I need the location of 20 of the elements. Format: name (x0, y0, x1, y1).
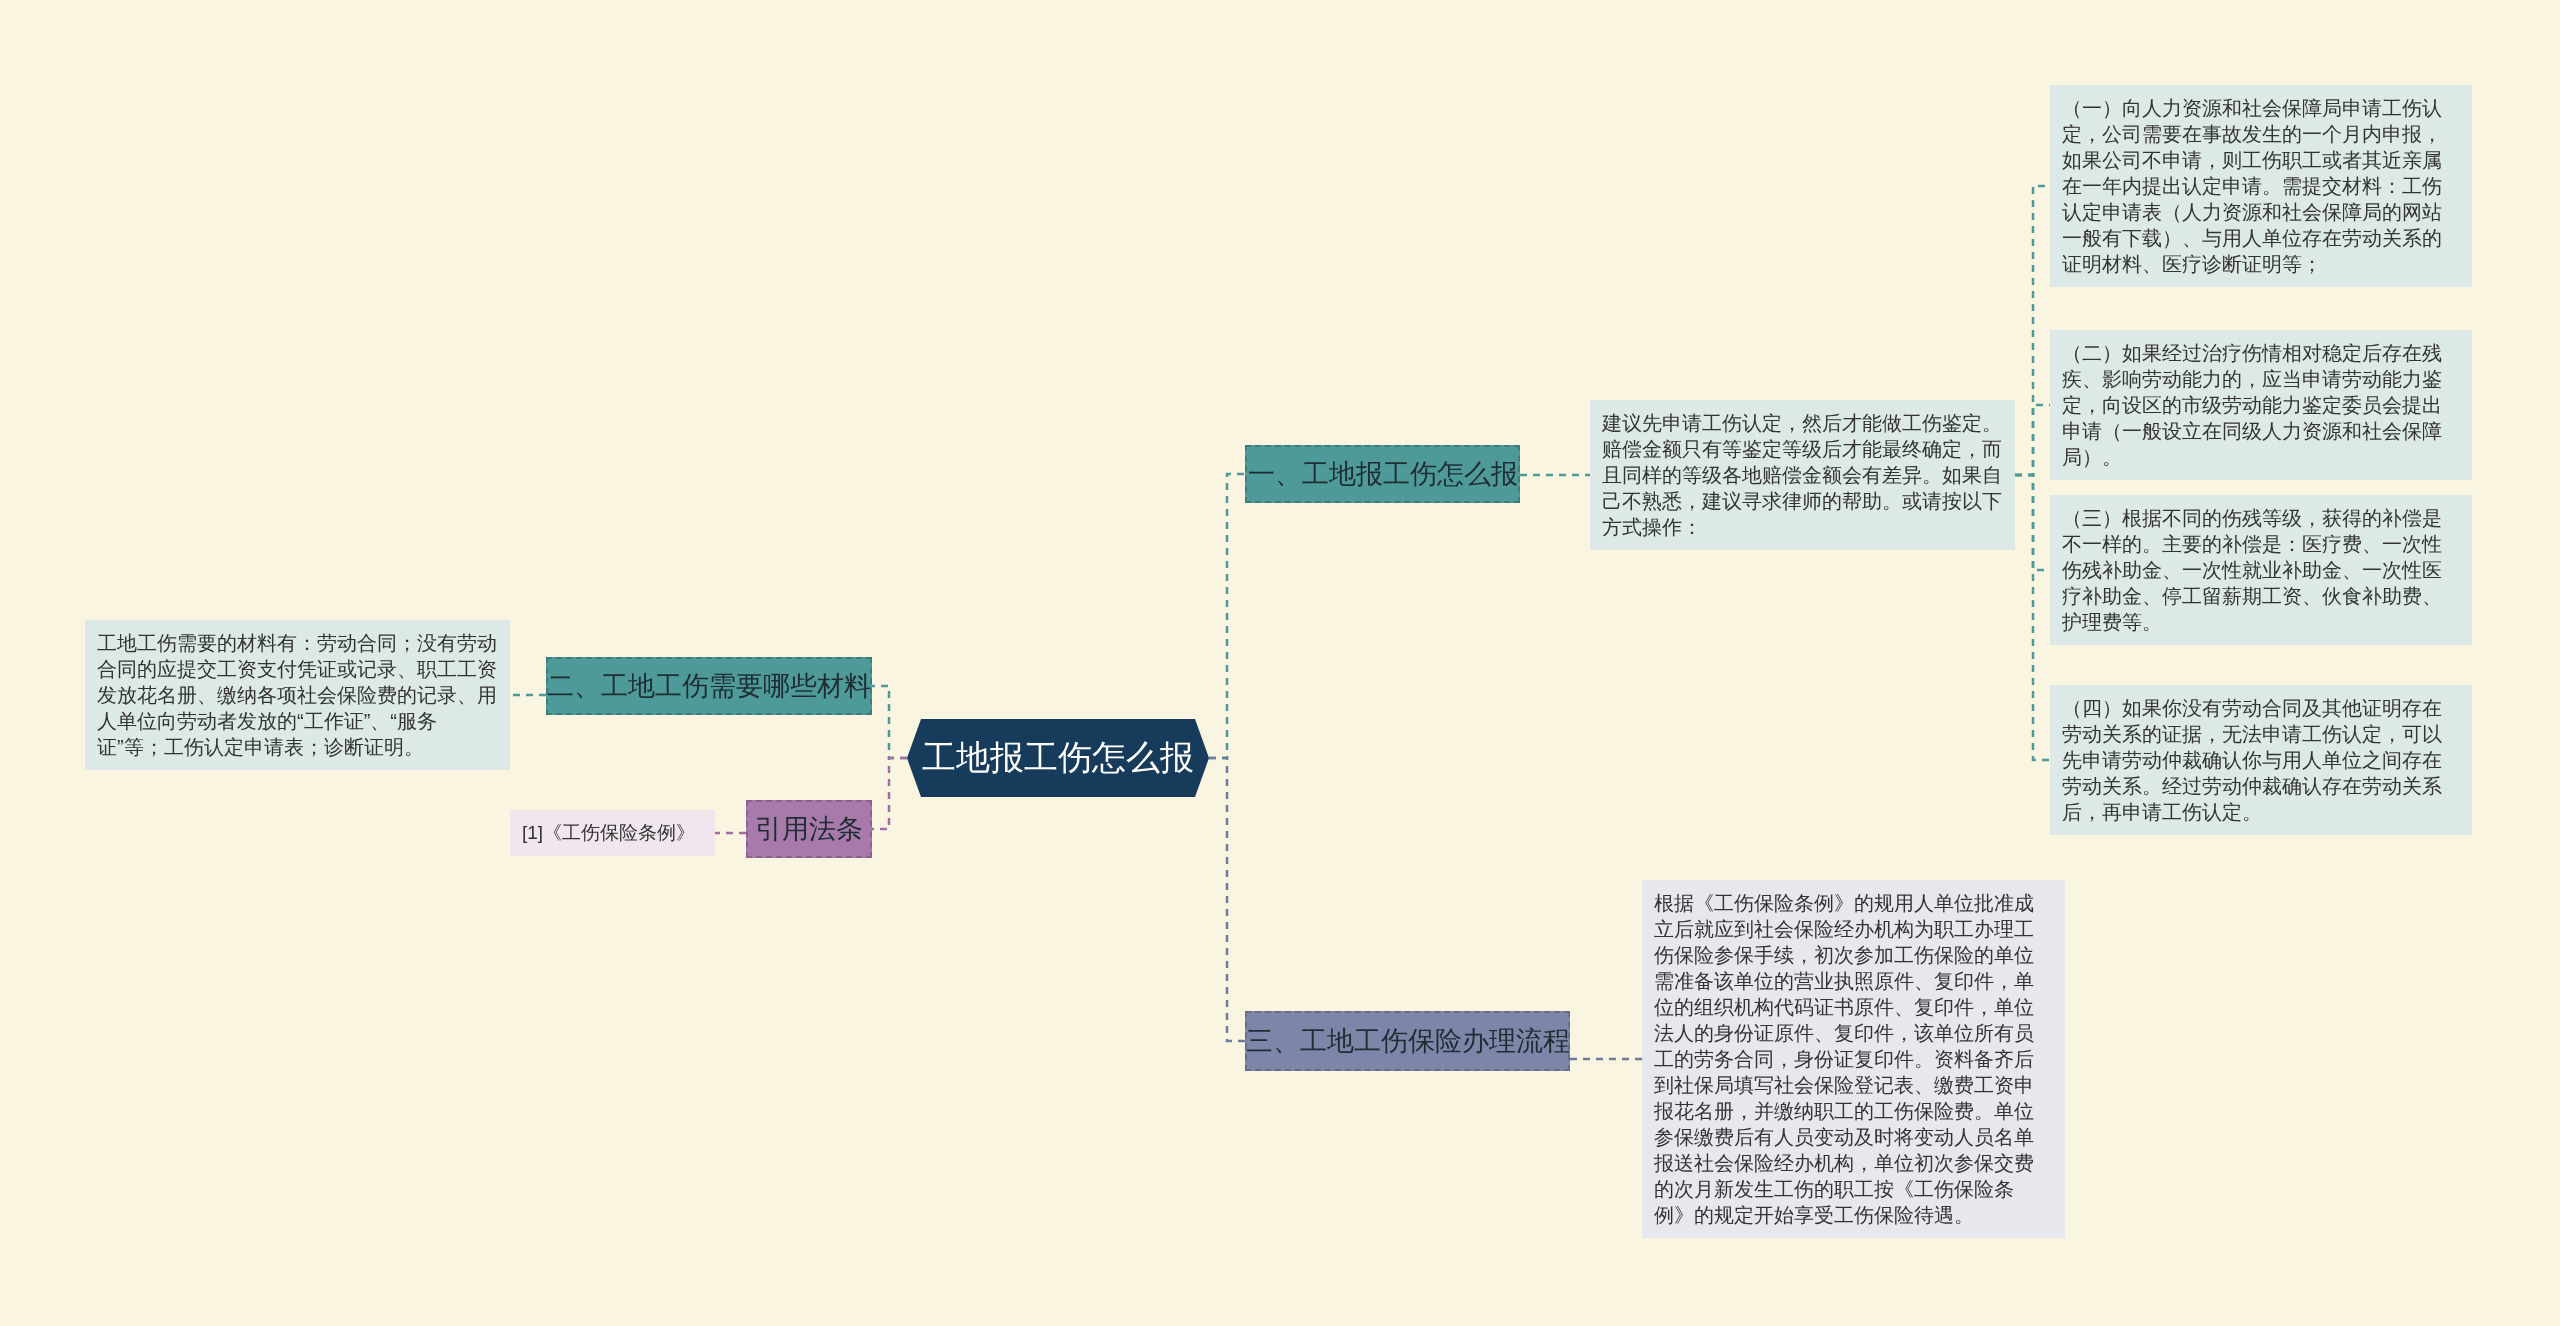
text-box: （一）向人力资源和社会保障局申请工伤认定，公司需要在事故发生的一个月内申报，如果公司不申请，则工伤职工或者其近亲属在一年内提出认定申请。需提交材料：工伤认定申请表（人力资源和社会保障局的网站一般有下载）、与用人单位存在劳动关系的证明材料、医疗诊断证明等； (2050, 85, 2472, 287)
text-box: [1]《工伤保险条例》 (510, 810, 715, 856)
connector-line (872, 756, 907, 831)
central-topic: 工地报工伤怎么报 (907, 719, 1209, 797)
topic-box: 二、工地工伤需要哪些材料 (546, 657, 872, 715)
text-box: （三）根据不同的伤残等级，获得的补偿是不一样的。主要的补偿是：医疗费、一次性伤残补助金、一次性就业补助金、一次性医疗补助金、停工留薪期工资、伙食补助费、护理费等。 (2050, 495, 2472, 645)
text-box: 建议先申请工伤认定，然后才能做工伤鉴定。赔偿金额只有等鉴定等级后才能最终确定，而且同样的等级各地赔偿金额会有差异。如果自己不熟悉，建议寻求律师的帮助。或请按以下方式操作： (1590, 400, 2015, 550)
topic-box: 引用法条 (746, 800, 872, 858)
connector-line (1570, 1057, 1642, 1061)
text-box: 根据《工伤保险条例》的规用人单位批准成立后就应到社会保险经办机构为职工办理工伤保险参保手续，初次参加工伤保险的单位需准备该单位的营业执照原件、复印件，单位的组织机构代码证书原件、复印件，单位法人的身份证原件、复印件，该单位所有员工的劳务合同，身份证复印件。资料备齐后到社保局填写社会保险登记表、缴费工资申报花名册，并缴纳职工的工伤保险费。单位参保缴费后有人员变动及时将变动人员名单报送社会保险经办机构，单位初次参保交费的次月新发生工伤的职工按《工伤保险条例》的规定开始享受工伤保险待遇。 (1642, 880, 2065, 1238)
text-box: 工地工伤需要的材料有：劳动合同；没有劳动合同的应提交工资支付凭证或记录、职工工资发放花名册、缴纳各项社会保险费的记录、用人单位向劳动者发放的“工作证”、“服务证”等；工伤认定申请表；诊断证明。 (85, 620, 510, 770)
topic-box: 三、工地工伤保险办理流程 (1245, 1011, 1570, 1071)
text-box: （二）如果经过治疗伤情相对稳定后存在残疾、影响劳动能力的，应当申请劳动能力鉴定，向设区的市级劳动能力鉴定委员会提出申请（一般设立在同级人力资源和社会保障局）。 (2050, 330, 2472, 480)
text-box: （四）如果你没有劳动合同及其他证明存在劳动关系的证据，无法申请工伤认定，可以先申请劳动仲裁确认你与用人单位之间存在劳动关系。经过劳动仲裁确认存在劳动关系后，再申请工伤认定。 (2050, 685, 2472, 835)
connector-line (1209, 756, 1245, 1043)
connector-line (1520, 473, 1590, 477)
connector-line (2015, 473, 2050, 762)
connector-line (510, 693, 546, 697)
topic-box: 一、工地报工伤怎么报 (1245, 445, 1520, 503)
connector-line (715, 831, 746, 835)
